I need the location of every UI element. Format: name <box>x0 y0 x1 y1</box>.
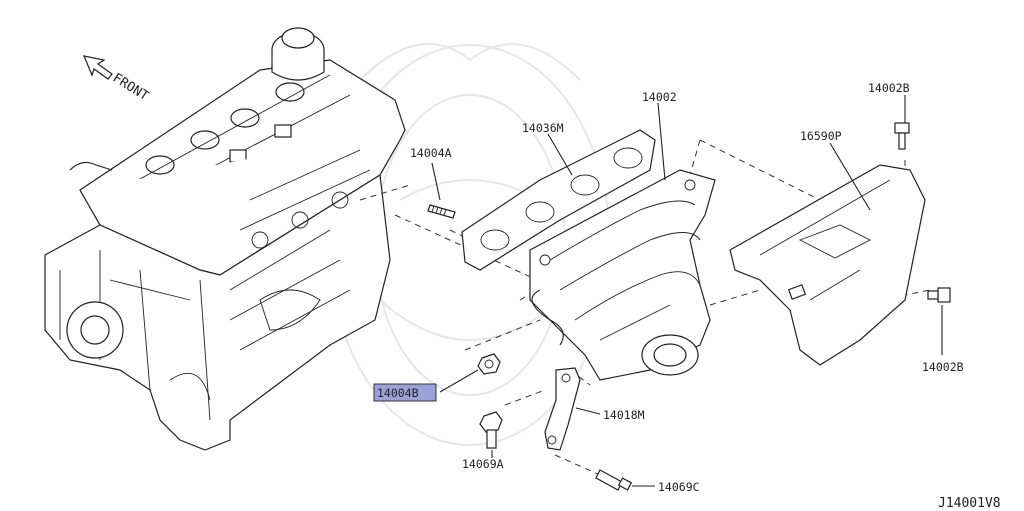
leader-lines <box>431 95 943 487</box>
label-14018m[interactable]: 14018M <box>603 408 645 422</box>
exhaust-manifold-14002 <box>529 169 716 381</box>
front-label: FRONT <box>110 71 151 105</box>
diagram-id: J14001V8 <box>938 496 1001 511</box>
label-14002b-right[interactable]: 14002B <box>922 360 964 374</box>
nut-14004b <box>477 353 501 375</box>
stud-14004a <box>427 204 456 219</box>
bolt-14069a <box>479 411 503 449</box>
heat-shield-16590p <box>729 164 926 366</box>
gasket-14036m <box>461 129 656 271</box>
sensor-14069c <box>595 469 633 491</box>
label-14002[interactable]: 14002 <box>642 90 677 104</box>
label-14069c[interactable]: 14069C <box>658 480 700 494</box>
highlight-box-14004b <box>373 383 437 402</box>
label-14002b-top[interactable]: 14002B <box>868 81 910 95</box>
bracket-14018m <box>544 367 581 451</box>
label-14069a[interactable]: 14069A <box>462 457 504 471</box>
bolt-14002b-top <box>894 122 910 150</box>
label-14036m[interactable]: 14036M <box>522 121 564 135</box>
front-arrow-icon <box>83 55 113 80</box>
engine-block <box>44 27 406 451</box>
label-14004a[interactable]: 14004A <box>410 146 452 160</box>
bolt-14002b-right <box>927 287 951 303</box>
label-14004b[interactable]: 14004B <box>377 386 419 400</box>
label-16590p[interactable]: 16590P <box>800 129 842 143</box>
